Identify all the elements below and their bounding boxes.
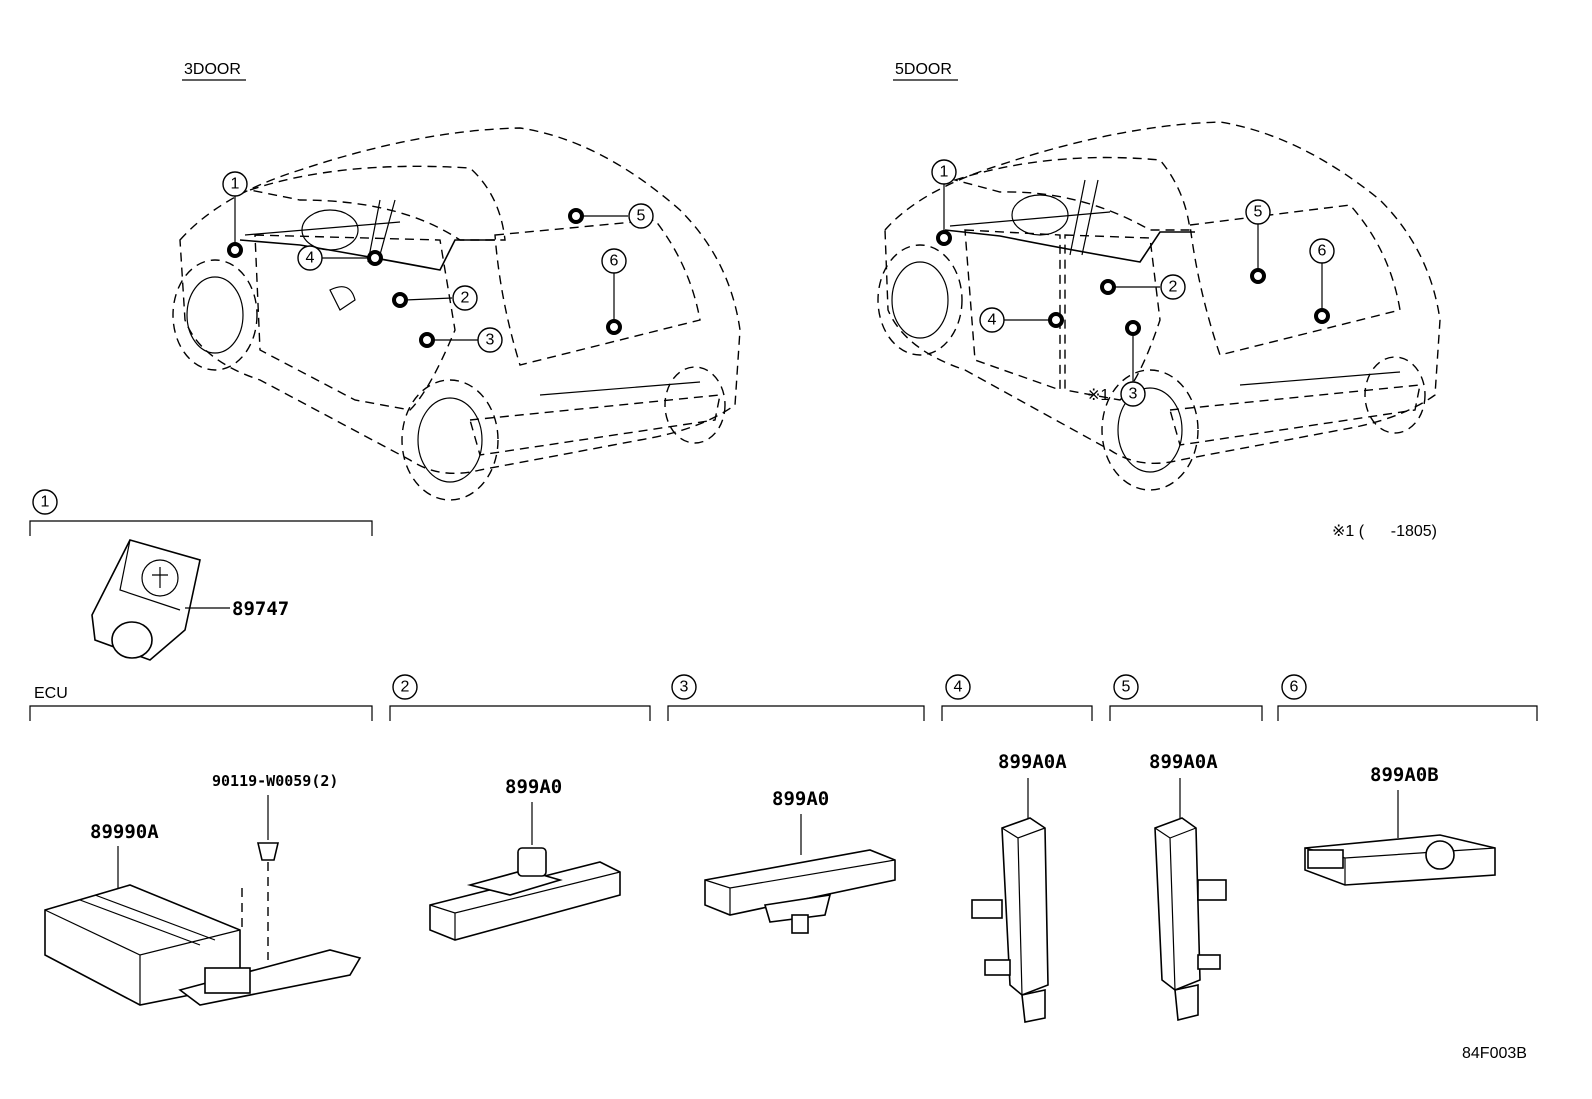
group-6: 6 899A0B: [1277, 674, 1538, 886]
group-2-bracket: [389, 705, 651, 721]
part-899A0-illustration-2: [429, 847, 621, 941]
part-89747-illustration: [91, 539, 201, 661]
group-4-bracket: [941, 705, 1093, 721]
antenna-location-6-3door: [606, 319, 622, 335]
five-door-title: 5DOOR: [895, 61, 952, 78]
callout-3-5door: 3: [1129, 386, 1138, 403]
callout-6-3door: 6: [610, 253, 619, 270]
group-2: 2 899A0: [389, 674, 651, 941]
three-door-title: 3DOOR: [184, 61, 241, 78]
five-door-callouts: 1 2 3 ※1 4 5 6: [931, 159, 1335, 407]
callout-2-5door: 2: [1169, 279, 1178, 296]
antenna-location-1-5door: [936, 230, 952, 246]
part-899A0B-illustration: [1304, 834, 1496, 886]
ecu-bracket: [29, 705, 373, 721]
group-5-bracket: [1109, 705, 1263, 721]
three-door-callouts: 1 4 2 3 5 6: [222, 171, 654, 353]
group-1: 1 89747: [29, 489, 373, 661]
group-5: 5 899A0A: [1109, 674, 1263, 1022]
group-3-id: 3: [680, 679, 689, 696]
group-3: 3 899A0: [667, 674, 925, 934]
callout-3-3door: 3: [486, 332, 495, 349]
antenna-location-2-5door: [1100, 279, 1116, 295]
antenna-location-6-5door: [1314, 308, 1330, 324]
group-1-id: 1: [41, 494, 50, 511]
group-ecu: ECU 90119-W0059(2) 89990A: [29, 685, 373, 1006]
ecu-label: ECU: [34, 685, 68, 702]
antenna-location-5-5door: [1250, 268, 1266, 284]
part-number-89990A[interactable]: 89990A: [90, 821, 159, 843]
five-door-view: 5DOOR 1: [877, 61, 1441, 540]
part-number-90119-W0059[interactable]: 90119-W0059(2): [212, 772, 338, 790]
group-2-id: 2: [401, 679, 410, 696]
ecu-89990A-illustration: [44, 842, 362, 1006]
callout-2-3door: 2: [461, 290, 470, 307]
date-note: ※1 ( -1805): [1332, 523, 1437, 540]
group-1-bracket: [29, 520, 373, 536]
antenna-location-5-3door: [568, 208, 584, 224]
callout-4-3door: 4: [306, 250, 315, 267]
part-899A0A-illustration-4: [971, 817, 1049, 1023]
callout-5-3door: 5: [637, 208, 646, 225]
diagram-code: 84F003B: [1462, 1045, 1527, 1062]
part-number-899A0-group3[interactable]: 899A0: [772, 788, 829, 810]
three-door-view: 3DOOR: [172, 61, 741, 501]
five-door-car-illustration: [877, 121, 1441, 491]
antenna-location-3-3door: [419, 332, 435, 348]
callout-1-5door: 1: [940, 164, 949, 181]
part-899A0-illustration-3: [704, 849, 896, 934]
callout-6-5door: 6: [1318, 243, 1327, 260]
antenna-location-2-3door: [392, 292, 408, 308]
antenna-location-4-3door: [367, 250, 383, 266]
part-number-899A0B[interactable]: 899A0B: [1370, 764, 1439, 786]
callout-5-5door: 5: [1254, 204, 1263, 221]
part-number-899A0-group2[interactable]: 899A0: [505, 776, 562, 798]
group-6-bracket: [1277, 705, 1538, 721]
group-4: 4 899A0A: [941, 674, 1093, 1023]
antenna-location-3-5door: [1125, 320, 1141, 336]
group-4-id: 4: [954, 679, 963, 696]
antenna-location-4-5door: [1048, 312, 1064, 328]
antenna-location-1-3door: [227, 242, 243, 258]
callout-1-3door: 1: [231, 176, 240, 193]
callout-4-5door: 4: [988, 312, 997, 329]
note-mark-5door: ※1: [1087, 387, 1109, 404]
group-3-bracket: [667, 705, 925, 721]
three-door-car-illustration: [172, 127, 741, 501]
part-number-899A0A-group5[interactable]: 899A0A: [1149, 751, 1218, 773]
group-5-id: 5: [1122, 679, 1131, 696]
part-number-899A0A-group4[interactable]: 899A0A: [998, 751, 1067, 773]
part-number-89747[interactable]: 89747: [232, 598, 289, 620]
group-6-id: 6: [1290, 679, 1299, 696]
part-899A0A-illustration-5: [1154, 817, 1227, 1022]
